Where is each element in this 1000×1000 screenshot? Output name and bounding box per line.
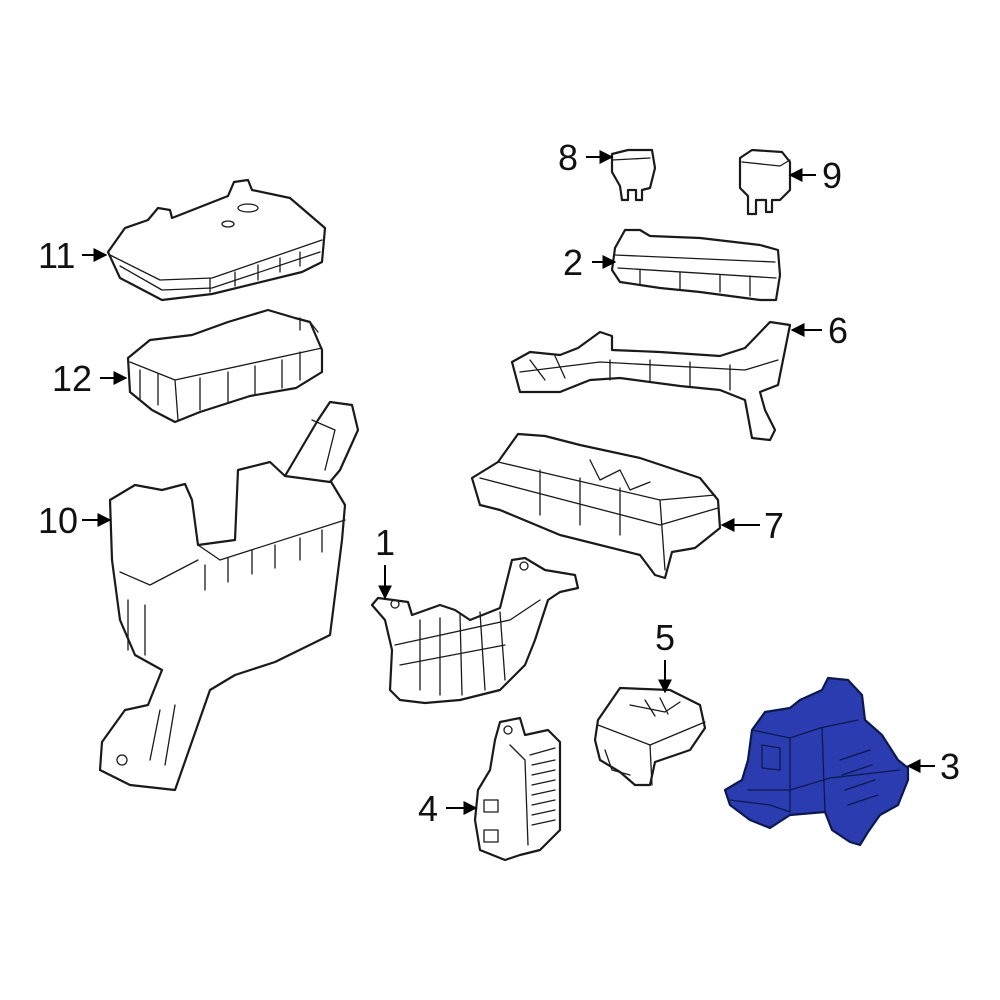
callout-3: 3 xyxy=(940,746,960,787)
part-4-connector[interactable] xyxy=(473,716,562,862)
callout-leaders xyxy=(82,150,935,815)
part-12-block[interactable] xyxy=(126,308,324,424)
part-11-cover[interactable] xyxy=(106,178,327,302)
part-6-rail[interactable] xyxy=(510,320,792,442)
callout-8: 8 xyxy=(558,137,578,178)
part-1-bracket[interactable] xyxy=(370,556,580,705)
part-3-module-highlighted[interactable] xyxy=(723,676,910,847)
part-7-tray[interactable] xyxy=(470,432,722,580)
part-9-relay[interactable] xyxy=(738,148,792,216)
part-2-frame[interactable] xyxy=(610,228,782,302)
callout-12: 12 xyxy=(52,358,92,399)
callout-7: 7 xyxy=(764,505,784,546)
callout-4: 4 xyxy=(418,788,438,829)
callout-1: 1 xyxy=(375,522,395,563)
callout-9: 9 xyxy=(822,155,842,196)
callout-11: 11 xyxy=(38,235,75,276)
callout-10: 10 xyxy=(38,500,78,541)
callout-5: 5 xyxy=(655,617,675,658)
callout-2: 2 xyxy=(563,242,583,283)
part-5-module[interactable] xyxy=(593,686,707,787)
callout-labels: 11 12 10 8 9 2 6 7 1 5 4 3 xyxy=(38,137,960,829)
part-10-housing[interactable] xyxy=(98,400,360,792)
part-8-fuse[interactable] xyxy=(610,148,657,202)
callout-6: 6 xyxy=(828,310,848,351)
